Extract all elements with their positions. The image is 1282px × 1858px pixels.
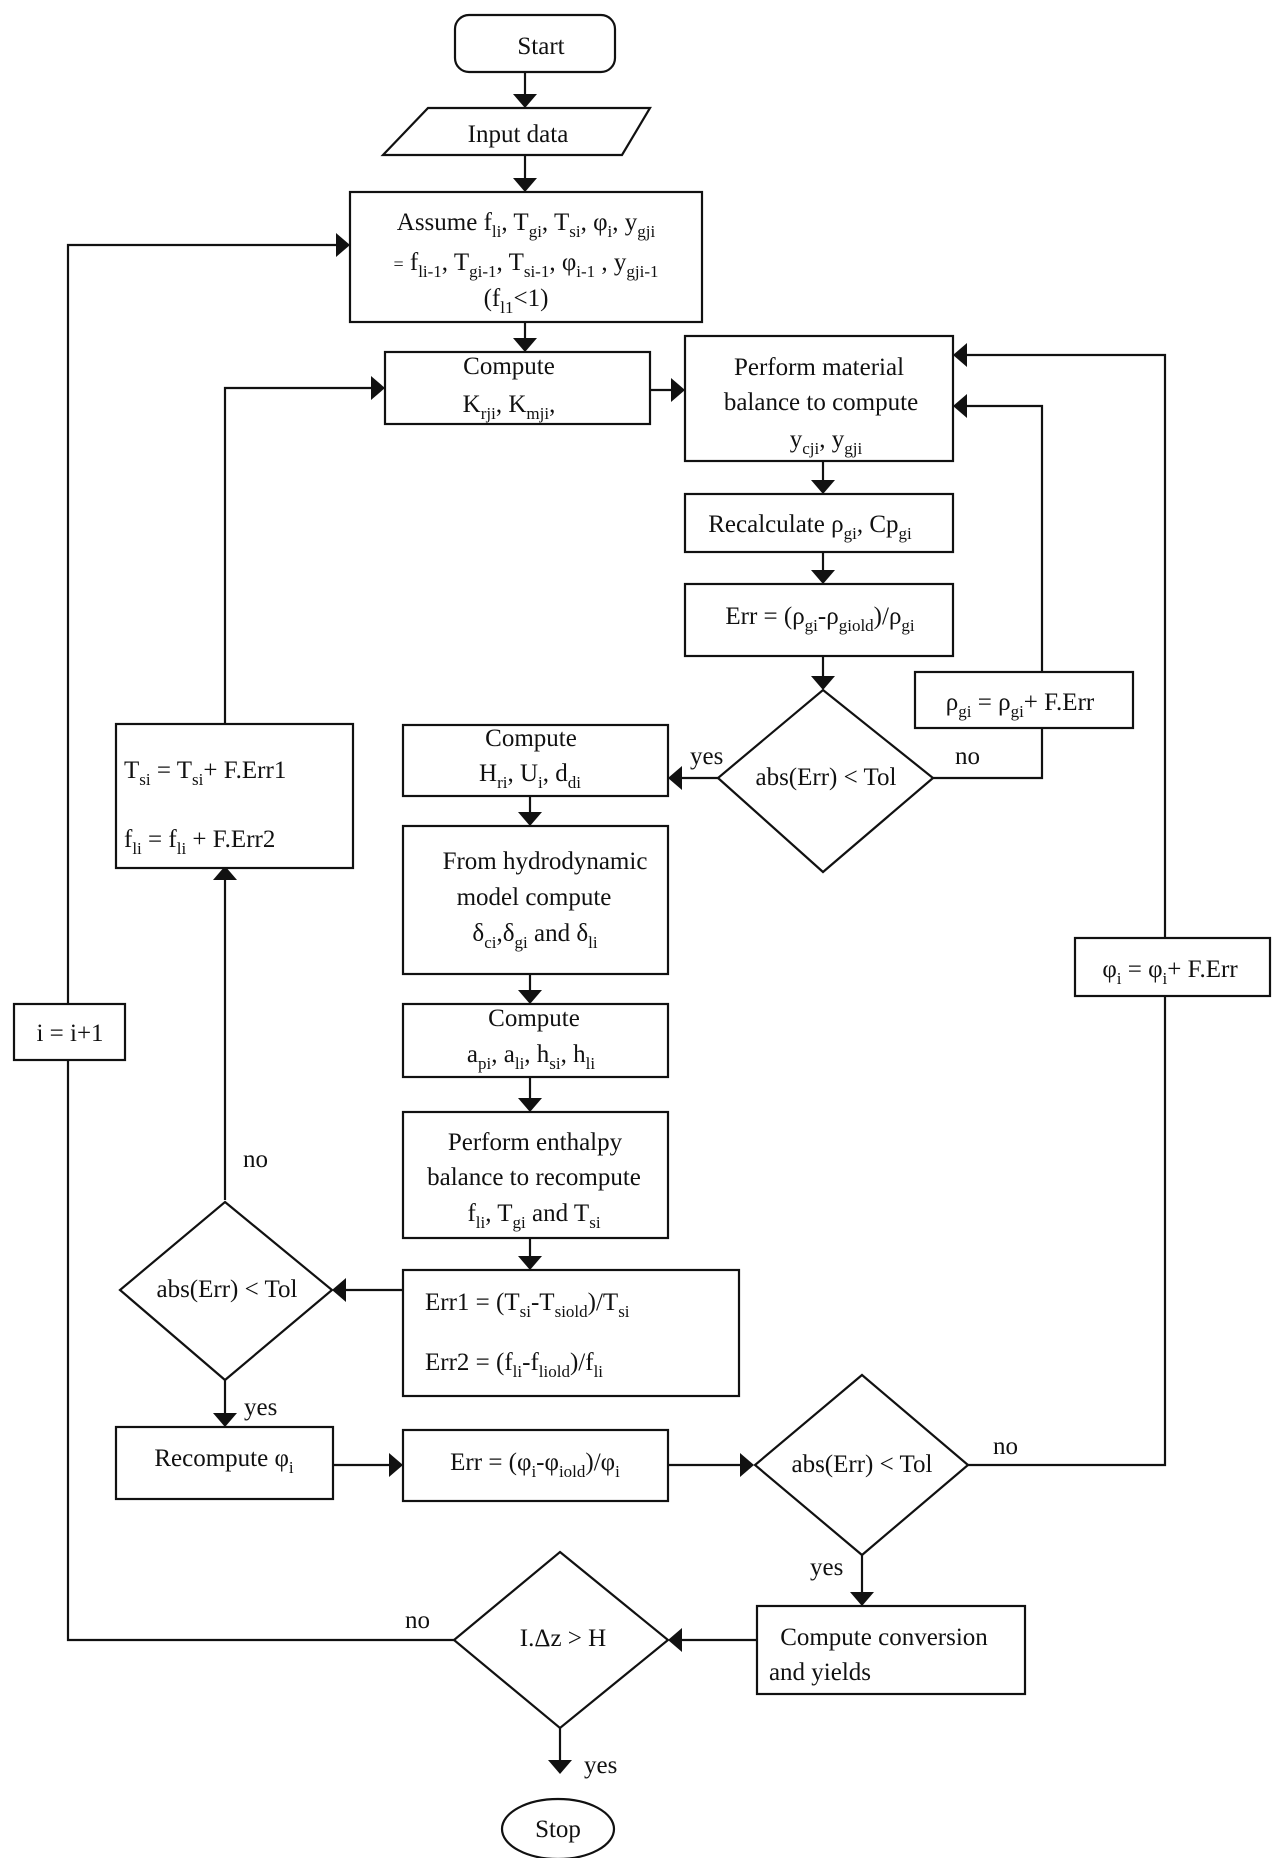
dec3-label: abs(Err) < Tol (791, 1451, 932, 1478)
dec1-no-label: no (955, 743, 980, 770)
dec2-yes-label: yes (244, 1394, 277, 1421)
compute-a-node: Compute api, ali, hsi, hli (401, 1002, 670, 1079)
compute-a-title: Compute (488, 1005, 580, 1032)
decision-2: abs(Err) < Tol (118, 1200, 334, 1382)
assume-line3: (fl1<1) (484, 285, 549, 317)
recompute-phi-node: Recompute φi (114, 1425, 335, 1501)
decision-4: I.Δz > H (452, 1550, 670, 1730)
material-balance-node: Perform material balance to compute ycji… (683, 334, 955, 463)
compute-k-node: Compute Krji, Kmji, (383, 350, 652, 426)
compute-k-title: Compute (463, 353, 555, 380)
dec3-yes-label: yes (810, 1554, 843, 1581)
start-node: Start (453, 13, 617, 74)
edge-dec3-no (955, 353, 1167, 1467)
input-label: Input data (468, 121, 569, 148)
hydrodynamic-node: From hydrodynamic model compute δci,δgi … (401, 824, 670, 976)
dec3-no-label: no (993, 1433, 1018, 1460)
enthalpy-node: Perform enthalpy balance to recompute fl… (401, 1110, 670, 1240)
connectors (66, 72, 1167, 1774)
rho-update-node: ρgi = ρgi+ F.Err (913, 670, 1135, 730)
start-label: Start (517, 33, 564, 60)
compute-h-title: Compute (485, 725, 577, 752)
compute-h-vars: Hri, Ui, ddi (479, 760, 581, 792)
err2-label: Err2 = (fli-fliold)/fli (425, 1349, 603, 1381)
dec2-label: abs(Err) < Tol (156, 1276, 297, 1303)
conversion-line2: and yields (769, 1659, 871, 1686)
recompute-phi-label: Recompute φi (154, 1445, 294, 1477)
conversion-node: Compute conversion and yields (755, 1604, 1027, 1696)
dec4-yes-label: yes (584, 1752, 617, 1779)
i-update-label: i = i+1 (36, 1020, 103, 1047)
decision-3: abs(Err) < Tol (753, 1373, 970, 1557)
decision-1: abs(Err) < Tol (716, 688, 935, 874)
phi-update-label: φi = φi+ F.Err (1102, 956, 1238, 988)
material-line3: ycji, ygji (790, 426, 863, 458)
edge-labels: yes no no yes no yes no yes (243, 743, 1018, 1779)
dec2-no-label: no (243, 1146, 268, 1173)
err-rho-node: Err = (ρgi-ρgiold)/ρgi (683, 582, 955, 658)
stop-label: Stop (535, 1816, 581, 1843)
material-line1: Perform material (734, 354, 904, 381)
stop-node: Stop (500, 1797, 616, 1858)
err-phi-node: Err = (φi-φiold)/φi (401, 1428, 670, 1503)
enthalpy-line1: Perform enthalpy (448, 1129, 623, 1156)
hydro-line3: δci,δgi and δli (472, 920, 597, 952)
assume-node: Assume fli, Tgi, Tsi, φi, ygji = fli-1, … (348, 190, 704, 324)
recalc-label: Recalculate ρgi, Cpgi (708, 511, 912, 543)
err12-node: Err1 = (Tsi-Tsiold)/Tsi Err2 = (fli-flio… (401, 1268, 741, 1398)
enthalpy-line3: fli, Tgi and Tsi (467, 1200, 600, 1232)
assume-line2: = fli-1, Tgi-1, Tsi-1, φi-1 , ygji-1 (393, 249, 658, 281)
dec4-no-label: no (405, 1607, 430, 1634)
i-update-node: i = i+1 (12, 1002, 127, 1062)
ts-update-node: Tsi = Tsi+ F.Err1 fli = fli + F.Err2 (114, 722, 355, 870)
recalculate-node: Recalculate ρgi, Cpgi (683, 492, 955, 554)
dec4-label: I.Δz > H (520, 1625, 606, 1652)
phi-update-node: φi = φi+ F.Err (1073, 936, 1272, 998)
hydro-line1: From hydrodynamic (443, 848, 648, 875)
assume-line1: Assume fli, Tgi, Tsi, φi, ygji (397, 209, 656, 241)
material-line2: balance to compute (724, 389, 918, 416)
hydro-line2: model compute (457, 884, 612, 911)
conversion-line1: Compute conversion (780, 1624, 988, 1651)
input-node: Input data (380, 106, 652, 157)
edge-dec1-no (933, 404, 1044, 780)
dec1-label: abs(Err) < Tol (755, 764, 896, 791)
err-rho-label: Err = (ρgi-ρgiold)/ρgi (725, 603, 915, 635)
enthalpy-line2: balance to recompute (427, 1164, 641, 1191)
edge-tsupdate-computek (223, 386, 383, 724)
ts-update-line1: Tsi = Tsi+ F.Err1 (124, 757, 286, 789)
edge-dec4-no (66, 243, 454, 1642)
compute-k-vars: Krji, Kmji, (463, 391, 556, 423)
dec1-yes-label: yes (690, 743, 723, 770)
compute-h-node: Compute Hri, Ui, ddi (401, 723, 670, 798)
ts-update-line2: fli = fli + F.Err2 (124, 826, 275, 858)
